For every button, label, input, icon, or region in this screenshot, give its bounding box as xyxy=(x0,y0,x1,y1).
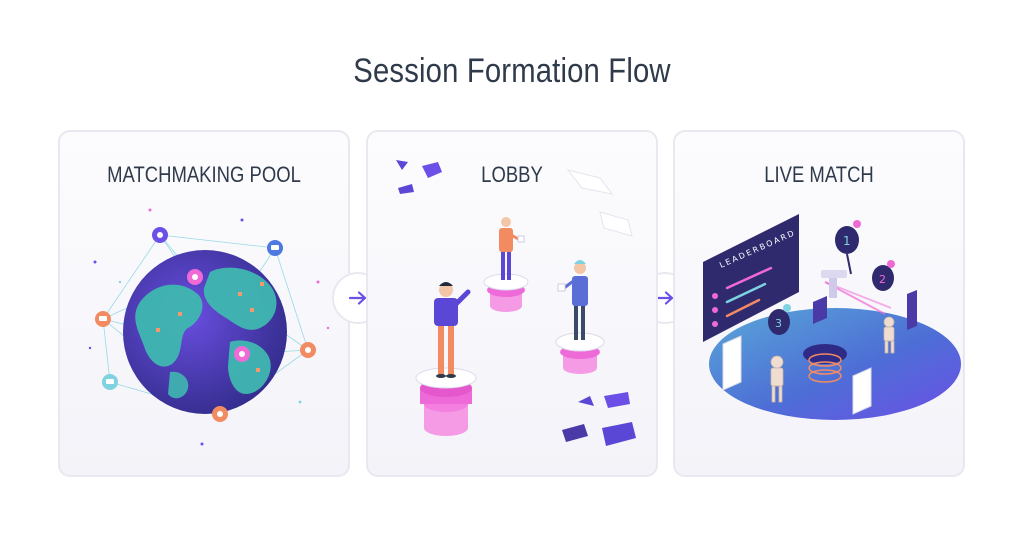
marker-two-icon: 2 xyxy=(879,273,886,286)
arena-leaderboard-icon: LEADERBOARD 1 2 3 xyxy=(703,214,961,420)
stage-card-matchmaking-pool: MATCHMAKING POOL xyxy=(58,130,350,477)
stage-card-live-match: LIVE MATCH xyxy=(673,130,965,477)
globe-network-icon xyxy=(88,208,330,446)
marker-three-icon: 3 xyxy=(775,317,782,330)
arrow-right-icon xyxy=(348,291,367,305)
arrow-right-icon xyxy=(655,291,674,305)
diagram-title: Session Formation Flow xyxy=(353,52,671,90)
stage-label: MATCHMAKING POOL xyxy=(107,162,301,187)
marker-one-icon: 1 xyxy=(843,234,851,248)
stage-label: LOBBY xyxy=(481,162,543,187)
players-on-pedestals-icon xyxy=(396,160,636,446)
shard-icon xyxy=(396,160,636,446)
stage-card-lobby: LOBBY xyxy=(366,130,658,477)
stage-label: LIVE MATCH xyxy=(764,162,874,187)
